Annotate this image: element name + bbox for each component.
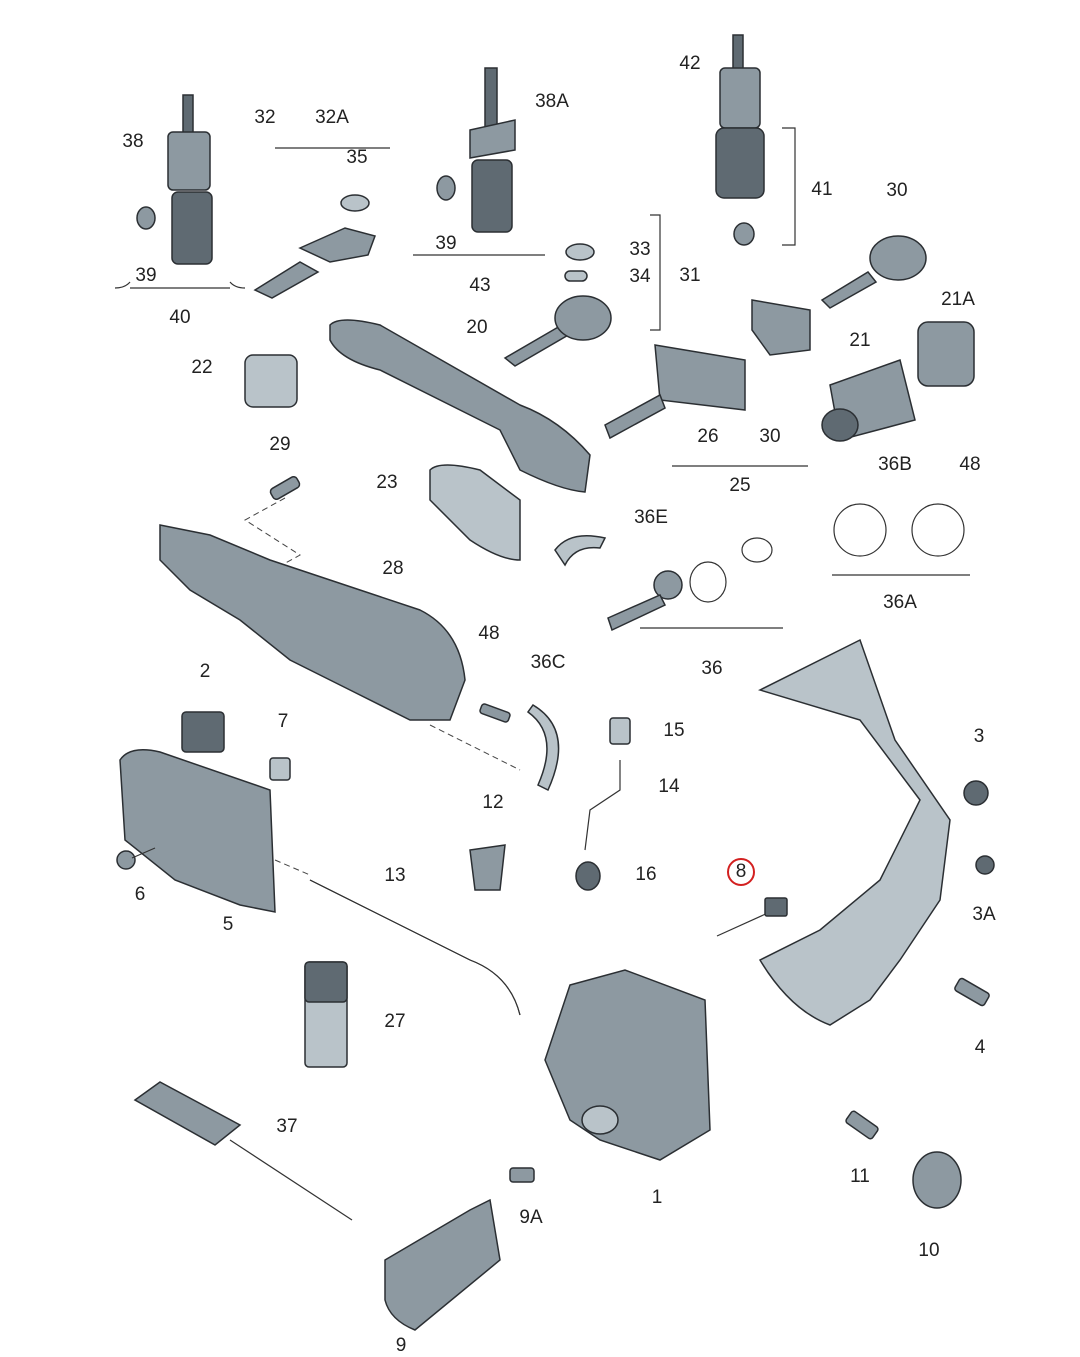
part-29-screw <box>269 476 301 500</box>
callout: 5 <box>222 914 234 935</box>
callout: 30 <box>759 426 781 447</box>
callout: 15 <box>663 720 685 741</box>
part-36B-cylinder <box>821 359 916 442</box>
callout: 36C <box>530 652 566 673</box>
part-36A-rings <box>833 503 965 557</box>
callout: 48 <box>478 623 500 644</box>
part-2-clip <box>181 711 225 753</box>
part-43-remote <box>436 67 516 233</box>
callout: 36 <box>701 658 723 679</box>
callout: 35 <box>346 147 368 168</box>
callout: 32A <box>315 107 349 128</box>
part-36-cylinder-set <box>607 537 773 632</box>
callout: 30 <box>886 180 908 201</box>
callout: 16 <box>635 864 657 885</box>
part-15-14-16-rod <box>575 717 631 891</box>
callout: 20 <box>466 317 488 338</box>
part-1-door-lock <box>544 969 711 1161</box>
part-30-key <box>820 235 927 309</box>
callout: 48 <box>959 454 981 475</box>
callout: 43 <box>469 275 491 296</box>
callout: 28 <box>382 558 404 579</box>
callout: 39 <box>135 265 157 286</box>
callout: 14 <box>658 776 680 797</box>
callout: 7 <box>277 711 289 732</box>
part-8-rod <box>716 897 788 937</box>
callout: 12 <box>482 792 504 813</box>
callout: 23 <box>376 472 398 493</box>
part-11-10-striker <box>845 1110 962 1209</box>
part-28-carrier <box>159 524 466 721</box>
callout: 11 <box>850 1166 870 1187</box>
part-40-remote <box>136 191 213 265</box>
callout: 25 <box>729 475 751 496</box>
callout: 36A <box>883 592 917 613</box>
callout: 37 <box>276 1116 298 1137</box>
callout: 32 <box>254 107 276 128</box>
callout: 40 <box>169 307 191 328</box>
part-48-screw <box>479 703 511 723</box>
callout: 9 <box>395 1335 407 1356</box>
part-3-plug <box>963 780 989 806</box>
part-21A-cap <box>917 321 975 387</box>
callout: 21A <box>941 289 975 310</box>
part-5-inner-handle <box>119 749 276 913</box>
part-31-key <box>503 243 612 367</box>
callout: 26 <box>697 426 719 447</box>
part-3A-plug <box>975 855 995 875</box>
part-36C-clip <box>526 704 560 792</box>
callout: 3 <box>973 726 985 747</box>
callout: 4 <box>974 1037 986 1058</box>
part-6-screw <box>116 847 156 870</box>
part-22-gasket <box>244 354 298 408</box>
part-41-remote <box>715 34 765 246</box>
callout: 38 <box>122 131 144 152</box>
part-7-nut <box>269 757 291 781</box>
part-32-key <box>253 194 376 299</box>
part-12-clip <box>469 844 506 891</box>
callout: 29 <box>269 434 291 455</box>
part-9-bracket <box>384 1198 501 1331</box>
part-38-key-blade <box>167 94 211 191</box>
callout: 3A <box>972 904 996 925</box>
callout: 34 <box>629 266 651 287</box>
callout: 42 <box>679 53 701 74</box>
callout: 13 <box>384 865 406 886</box>
door-frame <box>757 638 951 1026</box>
callout: 10 <box>918 1240 940 1261</box>
callout: 41 <box>811 179 833 200</box>
part-9A-rivet <box>509 1167 535 1183</box>
callout: 9A <box>519 1207 543 1228</box>
callout: 31 <box>679 265 701 286</box>
callout: 2 <box>199 661 211 682</box>
part-27-grease-can <box>304 961 348 1068</box>
callout-highlighted: 8 <box>727 858 755 886</box>
callout: 36B <box>878 454 912 475</box>
part-23-gasket <box>429 464 521 561</box>
callout: 27 <box>384 1011 406 1032</box>
callout: 33 <box>629 239 651 260</box>
callout: 36E <box>634 507 668 528</box>
part-26-cylinder <box>604 299 811 440</box>
part-4-bolt <box>954 977 990 1007</box>
callout: 22 <box>191 357 213 378</box>
part-20-outer-handle <box>329 319 591 493</box>
callout: 38A <box>535 91 569 112</box>
part-36E-clip <box>554 535 607 567</box>
callout: 21 <box>849 330 871 351</box>
callout: 39 <box>435 233 457 254</box>
callout: 1 <box>651 1187 663 1208</box>
part-37-tool <box>133 1081 353 1221</box>
callout: 6 <box>134 884 146 905</box>
